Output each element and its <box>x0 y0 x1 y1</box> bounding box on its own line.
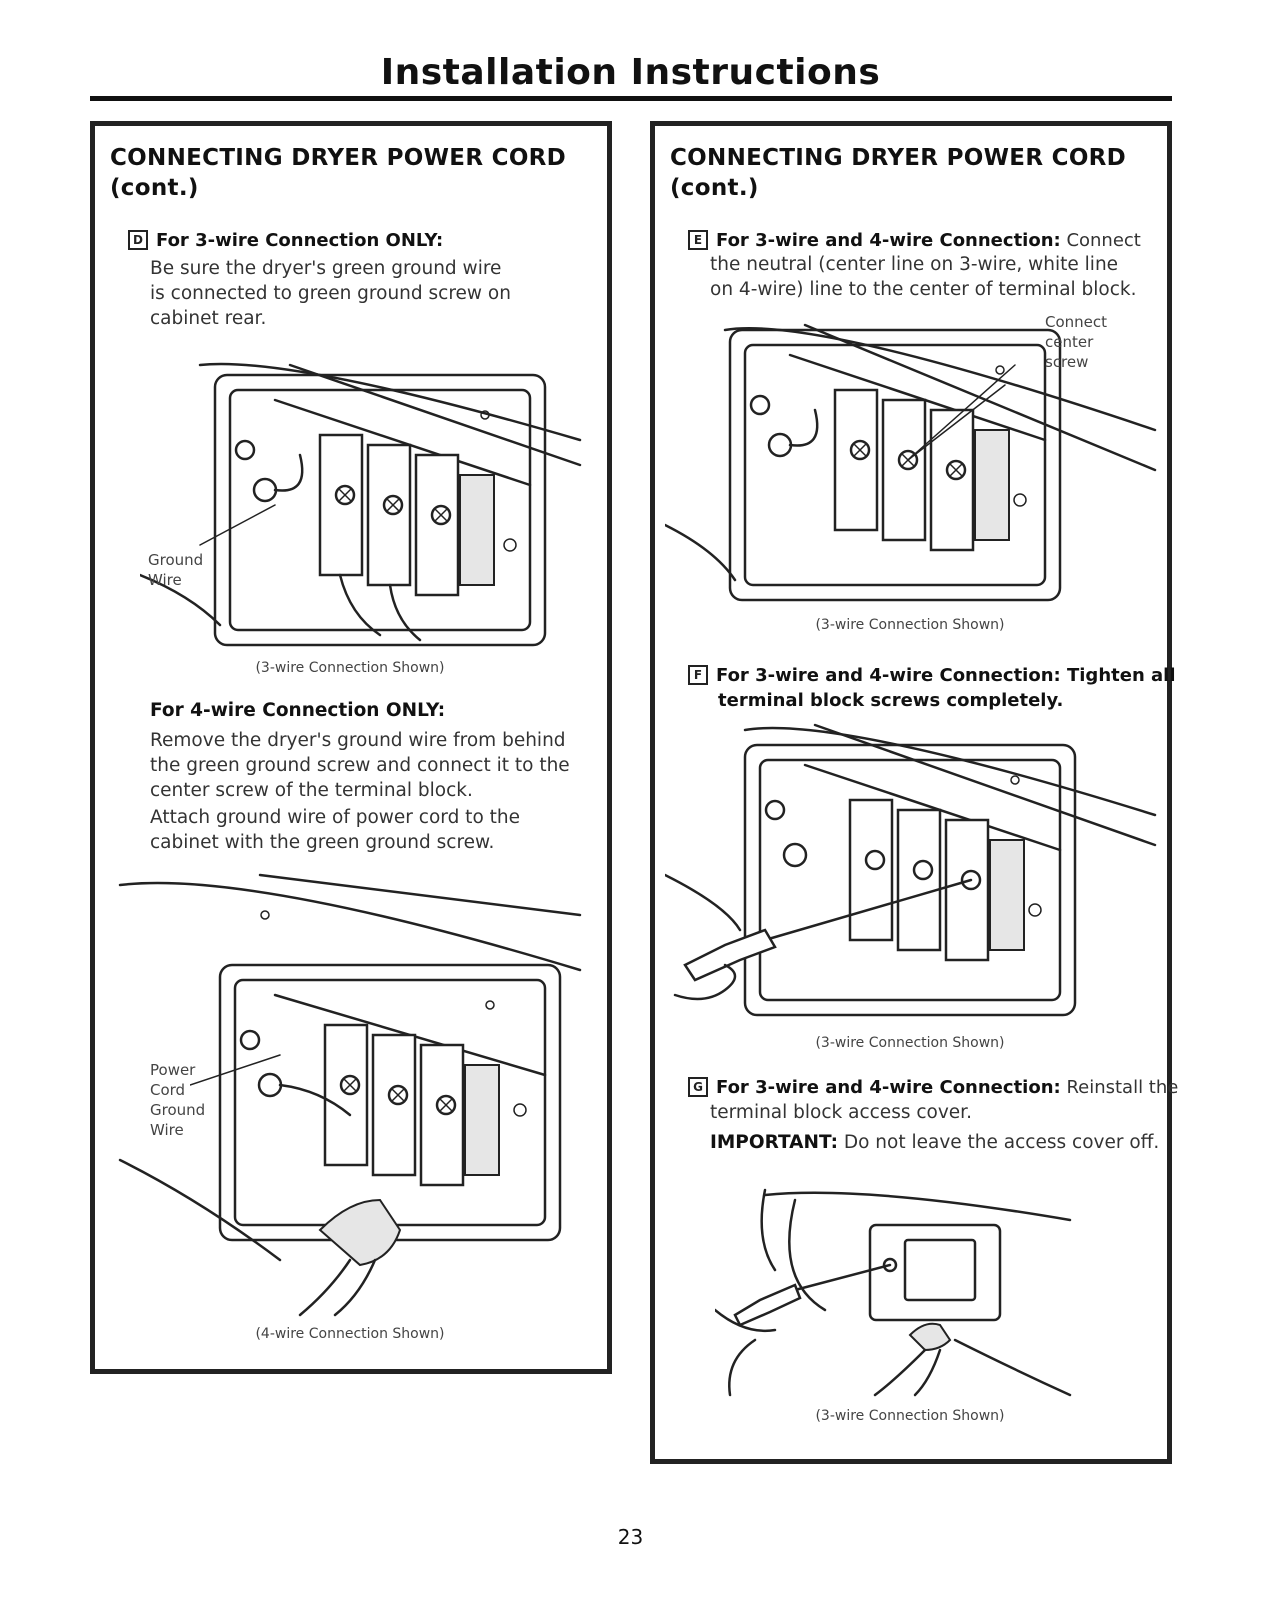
left-heading: CONNECTING DRYER POWER CORD (cont.) <box>110 143 566 203</box>
four-wire-body-line: Attach ground wire of power cord to the <box>150 807 520 828</box>
step-e: E For 3-wire and 4-wire Connection: Conne… <box>688 228 1141 253</box>
access-cover-illustration <box>715 1188 1072 1397</box>
screwdriver-handle-icon <box>733 1283 802 1327</box>
step-f-badge: F <box>688 665 708 685</box>
terminal-block <box>848 798 1025 962</box>
access-cover-icon <box>903 1238 977 1302</box>
screw-icon <box>749 394 771 416</box>
step-f-lead-line1: For 3-wire and 4-wire Connection: Tighte… <box>716 665 1176 686</box>
terminal-block-illustration-center-screw <box>665 323 1157 602</box>
power-cord-ground-wire-callout: Power Cord Ground Wire <box>150 1060 205 1140</box>
step-e-first: Connect <box>1060 230 1141 251</box>
terminal-block <box>318 433 495 597</box>
step-d-body-line: cabinet rear. <box>150 308 267 329</box>
figure5-caption: (3-wire Connection Shown) <box>815 1408 1005 1424</box>
step-d-badge: D <box>128 230 148 250</box>
callout-line: Power <box>150 1061 196 1079</box>
green-ground-screw-icon <box>782 842 808 868</box>
connect-center-screw-callout: Connect center screw <box>1045 312 1107 372</box>
green-ground-screw-icon <box>767 432 793 458</box>
four-wire-body-line: the green ground screw and connect it to… <box>150 755 570 776</box>
important-note: IMPORTANT: Do not leave the access cover… <box>710 1130 1159 1155</box>
four-wire-subhead: For 4-wire Connection ONLY: <box>150 700 446 721</box>
step-e-body-line: the neutral (center line on 3-wire, whit… <box>710 254 1119 275</box>
four-wire-body-line: center screw of the terminal block. <box>150 780 473 801</box>
step-e-lead: For 3-wire and 4-wire Connection: <box>716 230 1061 251</box>
step-e-body: the neutral (center line on 3-wire, whit… <box>710 252 1137 302</box>
right-heading-line2: (cont.) <box>670 175 759 201</box>
screwdriver-handle-icon <box>683 928 777 982</box>
figure3-caption: (3-wire Connection Shown) <box>815 617 1005 633</box>
callout-line: Cord <box>150 1081 186 1099</box>
step-f: F For 3-wire and 4-wire Connection: Tight… <box>688 663 1176 713</box>
important-label: IMPORTANT: <box>710 1132 838 1153</box>
ground-wire-callout: Ground Wire <box>148 550 203 590</box>
figure4-caption: (3-wire Connection Shown) <box>815 1035 1005 1051</box>
step-d-body-line: Be sure the dryer's green ground wire <box>150 258 502 279</box>
power-cord-ground-wire-pointer <box>190 1054 281 1086</box>
callout-line: Ground <box>150 1101 206 1119</box>
callout-line: Ground <box>148 551 204 569</box>
page-title: Installation Instructions <box>380 52 881 93</box>
screw-icon <box>234 439 256 461</box>
step-g-badge: G <box>688 1077 708 1097</box>
callout-line: Wire <box>148 571 182 589</box>
callout-line: Wire <box>150 1121 184 1139</box>
step-f-lead-line2: terminal block screws completely. <box>718 690 1064 711</box>
step-g: G For 3-wire and 4-wire Connection: Reins… <box>688 1075 1178 1100</box>
page-number: 23 <box>617 1525 644 1549</box>
green-ground-screw-icon <box>252 477 278 503</box>
left-heading-line2: (cont.) <box>110 175 199 201</box>
terminal-block-illustration-3wire <box>140 362 582 647</box>
title-rule <box>90 96 1172 101</box>
step-e-badge: E <box>688 230 708 250</box>
ground-wire-pointer <box>199 504 276 546</box>
four-wire-body-line: Remove the dryer's ground wire from behi… <box>150 730 566 751</box>
step-g-body: terminal block access cover. <box>710 1102 972 1123</box>
left-heading-line1: CONNECTING DRYER POWER CORD <box>110 145 567 171</box>
step-d-lead: For 3-wire Connection ONLY: <box>156 230 444 251</box>
four-wire-body-line: cabinet with the green ground screw. <box>150 832 495 853</box>
right-heading: CONNECTING DRYER POWER CORD (cont.) <box>670 143 1126 203</box>
strain-relief-icon <box>908 1322 952 1352</box>
important-text: Do not leave the access cover off. <box>837 1132 1160 1153</box>
four-wire-body2: Attach ground wire of power cord to the … <box>150 805 520 855</box>
right-heading-line1: CONNECTING DRYER POWER CORD <box>670 145 1127 171</box>
four-wire-body1: Remove the dryer's ground wire from behi… <box>150 728 570 803</box>
callout-line: center <box>1045 333 1094 351</box>
callout-line: screw <box>1045 353 1089 371</box>
step-d-body: Be sure the dryer's green ground wire is… <box>150 256 511 331</box>
step-g-lead: For 3-wire and 4-wire Connection: <box>716 1077 1061 1098</box>
figure1-caption: (3-wire Connection Shown) <box>255 660 445 676</box>
screw-icon <box>239 1029 261 1051</box>
figure2-caption: (4-wire Connection Shown) <box>255 1326 445 1342</box>
step-g-first: Reinstall the <box>1060 1077 1179 1098</box>
step-e-body-line: on 4-wire) line to the center of termina… <box>710 279 1137 300</box>
step-d: D For 3-wire Connection ONLY: <box>128 228 443 253</box>
terminal-block <box>323 1023 500 1187</box>
step-d-body-line: is connected to green ground screw on <box>150 283 511 304</box>
callout-line: Connect <box>1045 313 1108 331</box>
strain-relief-icon <box>318 1198 402 1267</box>
screw-icon <box>764 799 786 821</box>
terminal-block-illustration-4wire <box>118 873 582 1317</box>
terminal-block <box>833 388 1010 552</box>
screwdriver-shaft <box>763 878 973 942</box>
screwdriver-tightening-illustration <box>665 723 1157 1017</box>
